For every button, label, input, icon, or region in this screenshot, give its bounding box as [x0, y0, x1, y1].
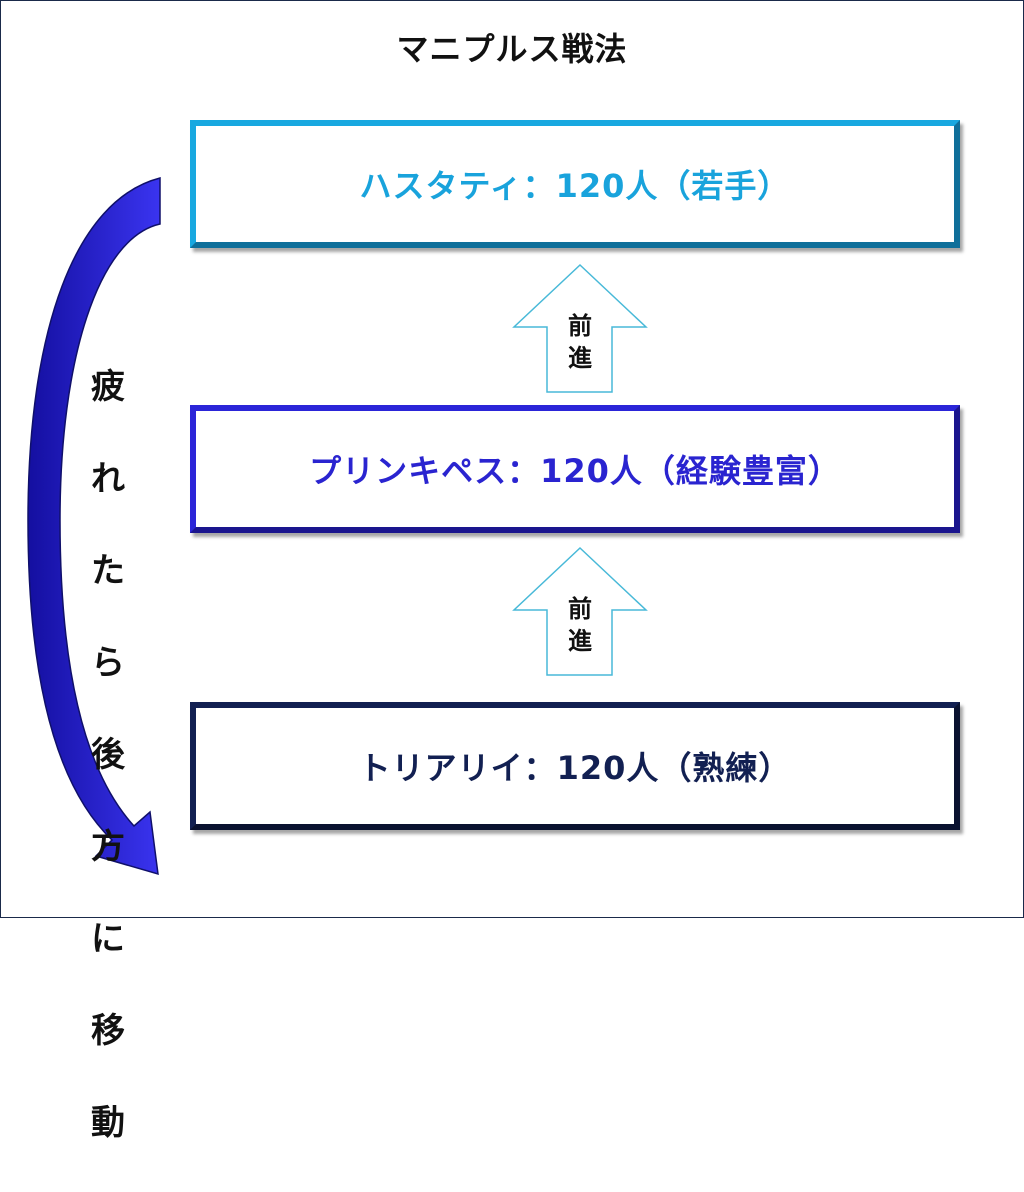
- side-note-text: 疲 れ た ら 後 方 に 移 動: [88, 318, 128, 1192]
- advance-label-lower-1: 前: [568, 595, 592, 623]
- advance-arrow-lower: 前 進: [512, 546, 648, 678]
- unit-box-hastati: ハスタティ：120人（若手）: [190, 120, 960, 248]
- unit-label-principes: プリンキペス：120人（経験豊富）: [309, 452, 841, 490]
- side-note-char: 後: [91, 735, 125, 775]
- side-note-char: に: [91, 919, 125, 959]
- advance-label-upper-2: 進: [568, 344, 592, 372]
- advance-label-lower-2: 進: [568, 627, 592, 655]
- advance-label-upper-1: 前: [568, 312, 592, 340]
- unit-box-principes: プリンキペス：120人（経験豊富）: [190, 405, 960, 533]
- unit-label-triarii: トリアリイ：120人（熟練）: [358, 749, 792, 787]
- unit-box-triarii: トリアリイ：120人（熟練）: [190, 702, 960, 830]
- up-arrow-icon: [512, 546, 648, 676]
- rotation-curved-arrow-icon: [27, 177, 161, 876]
- side-note-char: れ: [91, 459, 125, 499]
- diagram-title: マニプルス戦法: [396, 30, 628, 68]
- side-note-char: た: [91, 551, 125, 591]
- side-note-char: 方: [91, 827, 125, 867]
- unit-label-hastati: ハスタティ：120人（若手）: [359, 167, 791, 205]
- side-note-char: 移: [91, 1011, 125, 1051]
- side-note-char: ら: [91, 643, 125, 683]
- advance-arrow-upper: 前 進: [512, 263, 648, 395]
- side-note-char: 動: [91, 1103, 125, 1143]
- side-note-char: 疲: [91, 367, 125, 407]
- up-arrow-icon: [512, 263, 648, 393]
